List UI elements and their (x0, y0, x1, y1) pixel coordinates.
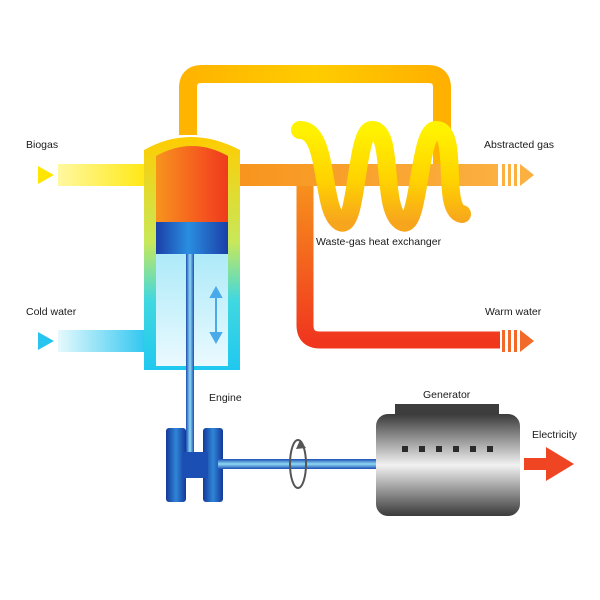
heat-exchanger-coil (291, 120, 471, 232)
combustion-chamber (156, 146, 228, 222)
biogas-pipe (58, 164, 158, 186)
label-warm-water: Warm water (485, 306, 542, 318)
flywheel (166, 428, 223, 502)
label-cold-water: Cold water (26, 306, 77, 318)
connecting-rod (186, 254, 194, 470)
electricity-output-arrow-icon (524, 447, 574, 481)
drive-shaft (218, 459, 378, 469)
biogas-inlet-arrow-icon (38, 166, 54, 184)
piston (156, 222, 228, 254)
warm-water-pipe (296, 180, 500, 349)
shaft-rotation-icon (289, 439, 307, 489)
cold-water-pipe (58, 330, 150, 352)
label-electricity: Electricity (532, 429, 577, 441)
cold-water-inlet-arrow-icon (38, 332, 54, 350)
exhaust-bypass-pipe (179, 65, 451, 170)
gas-outlet-arrow-icon (502, 164, 534, 186)
label-waste-gas-heat-exchanger: Waste-gas heat exchanger (316, 236, 442, 248)
warm-water-outlet-arrow-icon (502, 330, 534, 352)
label-engine: Engine (209, 392, 242, 404)
label-biogas: Biogas (26, 139, 59, 151)
piston-motion-double-arrow-icon (209, 285, 223, 345)
label-abstracted-gas: Abstracted gas (484, 139, 555, 151)
generator (376, 404, 520, 516)
label-generator: Generator (423, 389, 471, 401)
